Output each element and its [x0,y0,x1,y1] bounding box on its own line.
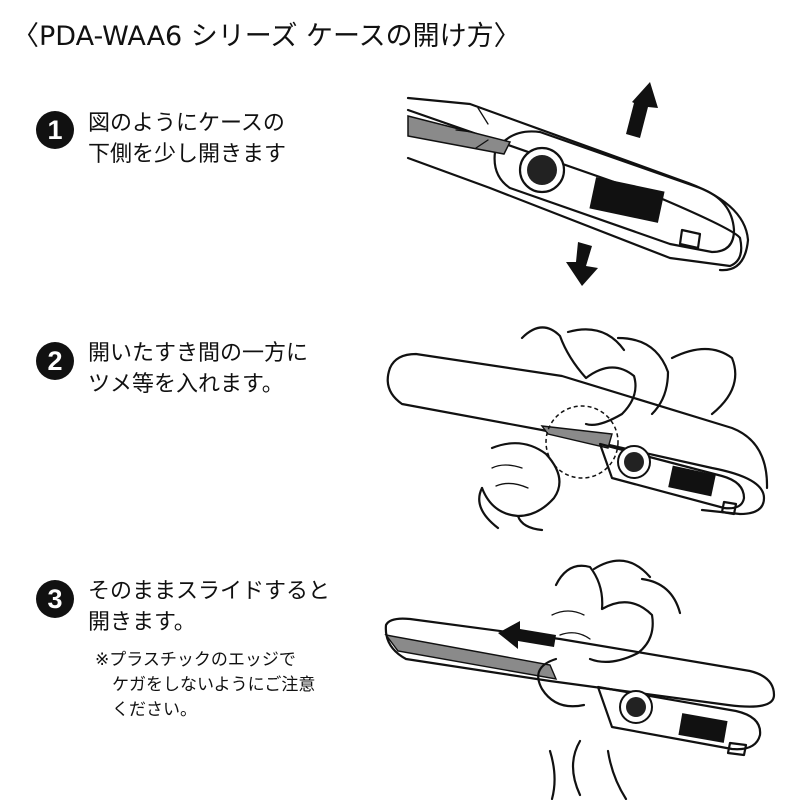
zoom-circle-icon [545,405,619,479]
step-3-illustration [384,559,776,800]
page-title: 〈PDA-WAA6 シリーズ ケースの開け方〉 [12,21,521,52]
step-1-number: 1 [36,111,74,149]
step-2-number: 2 [36,342,74,380]
arrow-left-icon [498,621,556,649]
step-3-text: そのままスライドすると 開きます。 [88,579,331,635]
caution-note: ※プラスチックのエッジで ケガをしないようにご注意 ください。 [95,650,316,720]
step-1-text: 図のようにケースの 下側を少し開きます [88,111,287,167]
step-1-illustration [406,82,750,286]
step-2-text: 開いたすき間の一方に ツメ等を入れます。 [88,341,309,397]
step-2-illustration [386,326,769,532]
arrow-down-icon [566,242,598,286]
step-3-number: 3 [36,580,74,618]
arrow-up-icon [626,82,658,138]
